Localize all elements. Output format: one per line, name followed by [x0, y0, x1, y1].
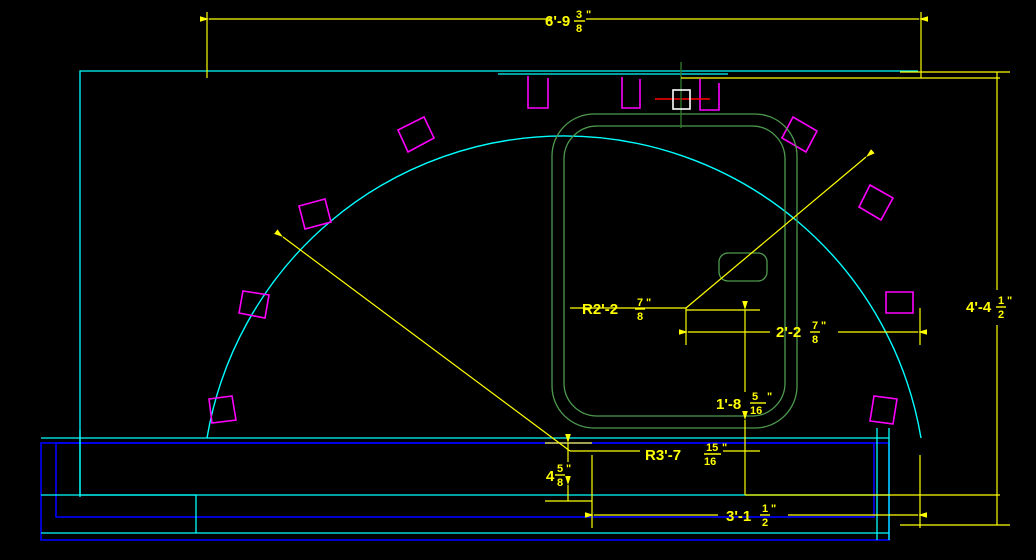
dim-suffix-horizontal-offset: "	[821, 320, 826, 332]
tab-upper-left-3	[238, 290, 270, 319]
tab-upper-right-2	[857, 183, 895, 222]
dim-suffix-small-vertical: "	[566, 463, 571, 475]
cyan-top-box	[79, 70, 918, 188]
green-part-group	[551, 113, 798, 429]
dim-label-radius-outer: R3'-7 15 16 "	[645, 442, 727, 468]
dim-whole-radius-inner: R2'-2	[582, 301, 618, 318]
tab-upper-left-1	[396, 115, 436, 154]
dim-suffix-overall-height: "	[1007, 295, 1012, 307]
green-notch-pocket	[718, 252, 768, 282]
dim-num-bottom-width: 1	[762, 503, 768, 515]
dim-num-overall-width: 3	[576, 9, 582, 21]
dim-label-overall-width: 6'-9 3 8 "	[545, 9, 591, 35]
tab-upper-left-2	[298, 198, 332, 230]
dim-den-radius-outer: 16	[704, 456, 716, 468]
dim-whole-vertical-offset: 1'-8	[716, 396, 741, 413]
dim-suffix-radius-outer: "	[722, 442, 727, 454]
dim-suffix-bottom-width: "	[771, 503, 776, 515]
dim-den-horizontal-offset: 8	[812, 334, 818, 346]
dim-whole-radius-outer: R3'-7	[645, 447, 681, 464]
dim-num-vertical-offset: 5	[752, 391, 758, 403]
dim-suffix-vertical-offset: "	[767, 391, 772, 403]
dim-label-radius-inner: R2'-2 7 8 "	[582, 297, 651, 323]
dim-whole-horizontal-offset: 2'-2	[776, 324, 801, 341]
tab-top-2	[621, 77, 641, 109]
cyan-outline-group	[41, 70, 918, 540]
tab-upper-right-1	[780, 115, 819, 154]
dim-num-small-vertical: 5	[557, 463, 563, 475]
dim-den-vertical-offset: 16	[750, 405, 762, 417]
radius-leader-outer	[274, 229, 571, 452]
dim-whole-small-vertical: 4	[546, 468, 555, 485]
dim-num-horizontal-offset: 7	[812, 320, 818, 332]
dim-den-overall-width: 8	[576, 23, 582, 35]
dim-label-overall-height: 4'-4 1 2 "	[966, 295, 1012, 321]
selection-square[interactable]	[672, 89, 691, 110]
tab-top-1	[527, 76, 549, 109]
dim-label-small-vertical: 4 5 8 "	[546, 463, 571, 489]
dim-whole-overall-height: 4'-4	[966, 299, 992, 316]
green-inner-rounded-rect	[563, 125, 786, 417]
dim-den-radius-inner: 8	[637, 311, 643, 323]
tab-lower-left-1	[208, 395, 237, 424]
dim-num-radius-inner: 7	[637, 297, 643, 309]
dim-whole-overall-width: 6'-9	[545, 13, 570, 30]
dim-num-radius-outer: 15	[706, 442, 718, 454]
dimension-text-group: 6'-9 3 8 " 4'-4 1 2 " R2'-2 7 8 " 2'-2 7…	[545, 9, 1012, 529]
dim-label-bottom-width: 3'-1 1 2 "	[726, 503, 776, 529]
green-outer-rounded-rect	[551, 113, 798, 429]
dim-label-vertical-offset: 1'-8 5 16 "	[716, 391, 772, 417]
dim-den-bottom-width: 2	[762, 517, 768, 529]
tab-top-3	[699, 79, 720, 111]
tab-mid-right-1	[885, 291, 914, 314]
radius-leader-inner	[685, 149, 875, 309]
blue-inner-rect	[55, 442, 875, 518]
dim-num-overall-height: 1	[998, 295, 1004, 307]
dim-label-horizontal-offset: 2'-2 7 8 "	[776, 320, 826, 346]
dim-suffix-radius-inner: "	[646, 297, 651, 309]
dimension-lines-group	[200, 12, 1010, 528]
main-dome-arc	[206, 135, 922, 439]
dim-den-small-vertical: 8	[557, 477, 563, 489]
tab-lower-right-1	[869, 395, 898, 425]
magenta-tab-group	[208, 76, 914, 425]
dim-den-overall-height: 2	[998, 309, 1004, 321]
selection-group[interactable]	[655, 62, 710, 128]
dim-whole-bottom-width: 3'-1	[726, 508, 751, 525]
dim-suffix-overall-width: "	[586, 9, 591, 21]
